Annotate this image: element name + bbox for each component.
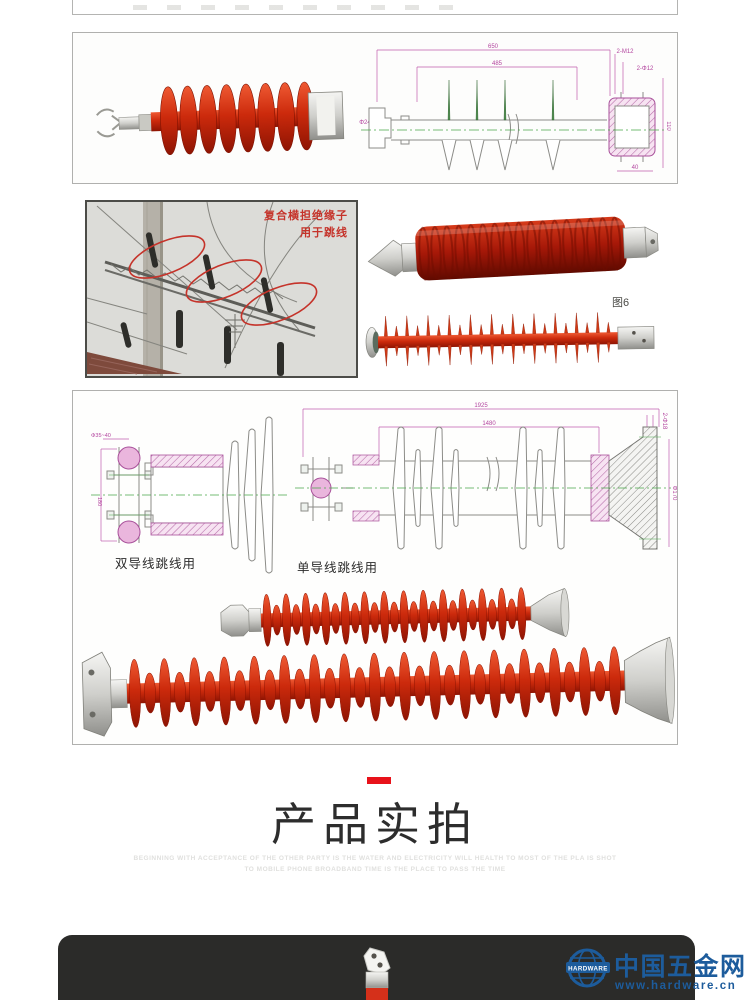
power-wires — [87, 202, 326, 369]
single-conductor-label: 单导线跳线用 — [297, 561, 379, 575]
dim-bolt-top: 2-M12 — [616, 49, 634, 55]
insulator-tip-photo — [363, 947, 391, 1000]
dim-bolt-side: 2-Φ12 — [637, 66, 654, 72]
crossarm-insulators — [120, 232, 284, 376]
insulator-photo-thin-sheds — [365, 312, 655, 367]
logo-banner-text: HARDWARE — [568, 966, 608, 973]
dim-flange-bolt: 2-Φ18 — [661, 413, 667, 430]
drawing-body — [300, 456, 591, 521]
photo-annotation-line2: 用于跳线 — [300, 226, 348, 239]
section-title: 产品实拍 — [270, 799, 479, 850]
hardware-globe-icon: HARDWARE — [566, 948, 610, 988]
dim-flange-height: Φ170 — [671, 486, 677, 501]
insulator-photo-long — [81, 636, 675, 737]
dim-height: 110 — [665, 121, 671, 131]
cropped-content-marks — [133, 5, 463, 10]
dim-section: 1480 — [482, 421, 496, 427]
top-panel-fragment — [72, 0, 678, 15]
dim-clamp: Φ35~40 — [91, 433, 111, 439]
dim-section: 485 — [492, 61, 503, 67]
drawings-and-photos-panel: Φ35~40 180 双导线跳线用 — [72, 390, 678, 745]
double-conductor-label: 双导线跳线用 — [115, 557, 197, 571]
hardware-cn-watermark: HARDWARE 中国五金网 www.hardware.cn — [566, 948, 747, 992]
installation-photo: 复合横担绝缘子 用于跳线 — [85, 200, 358, 378]
figure-label: 图6 — [612, 297, 630, 309]
logo-site-name: 中国五金网 — [614, 952, 747, 981]
logo-site-url: www.hardware.cn — [614, 980, 736, 992]
crossarm — [104, 260, 316, 337]
section-accent-dash — [367, 777, 391, 784]
composite-insulator-photo — [96, 81, 345, 156]
dim-overall: 1925 — [474, 403, 488, 409]
single-conductor-drawing: 1925 1480 2-Φ18 Φ170 — [295, 403, 677, 550]
dim-width: 40 — [632, 165, 639, 171]
section-caption-line2: TO MOBILE PHONE BROADBAND TIME IS THE PL… — [244, 866, 506, 873]
insulator-photo-medium — [220, 587, 570, 647]
insulator-photo-dark-red — [367, 216, 659, 281]
drawing-flange — [609, 427, 657, 549]
dim-left-height: 180 — [96, 497, 102, 506]
drawing-body — [368, 92, 650, 171]
annotation-ellipses — [128, 235, 318, 326]
double-conductor-drawing: Φ35~40 180 — [91, 416, 289, 574]
drawing-sheds-top — [447, 79, 555, 121]
dim-rod: Φ24 — [359, 120, 371, 126]
photo-annotation-line1: 复合横担绝缘子 — [264, 210, 348, 222]
photo-annotation: 复合横担绝缘子 用于跳线 — [264, 208, 348, 241]
insulator-technical-drawing: 650 485 2-M12 2-Φ12 110 40 Φ24 — [359, 44, 671, 172]
section-caption-line1: BEGINNING WITH ACCEPTANCE OF THE OTHER P… — [133, 855, 617, 862]
installation-photo-scene — [87, 202, 356, 376]
dim-overall: 650 — [488, 44, 499, 50]
insulator-photo-drawing-panel: 650 485 2-M12 2-Φ12 110 40 Φ24 — [72, 32, 678, 184]
